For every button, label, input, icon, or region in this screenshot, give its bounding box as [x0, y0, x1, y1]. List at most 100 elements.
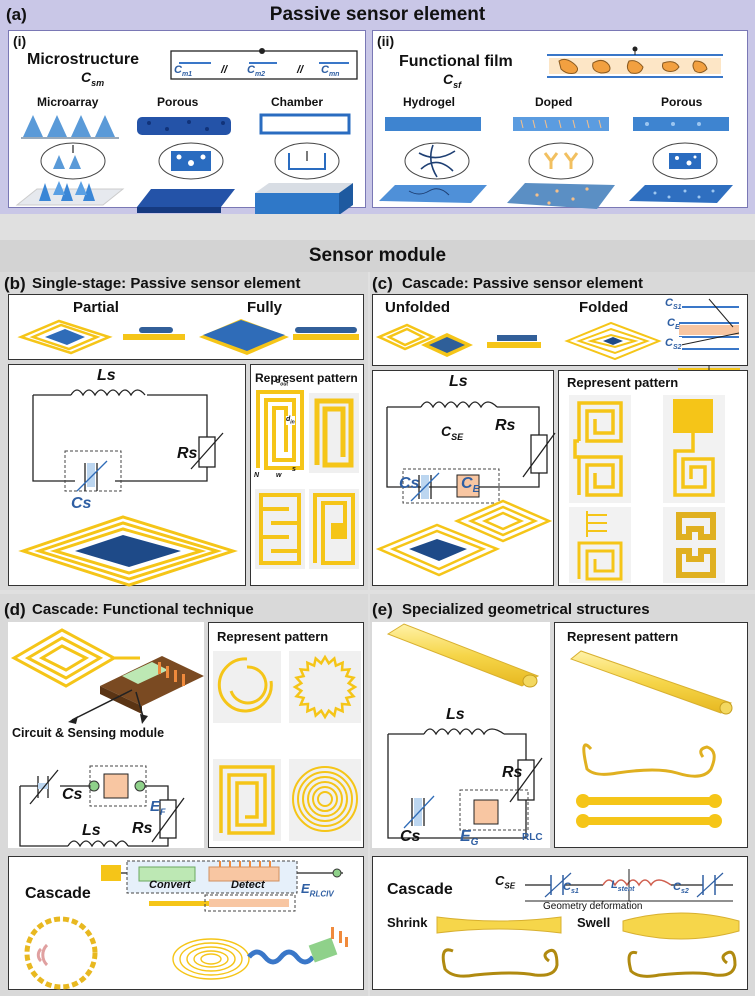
c-cs1-label: CS1: [665, 297, 682, 312]
b-rs-label: Rs: [177, 445, 198, 462]
porous-film-label: Porous: [661, 95, 703, 109]
microarray-label: Microarray: [37, 95, 99, 109]
panel-i-label: (i): [13, 33, 27, 49]
doped-bar-icon: [513, 117, 609, 131]
microarray-3d-icon: [15, 181, 125, 206]
c-cse-label: CSE: [441, 423, 464, 442]
b-spiral-dimension-pattern: [203, 389, 257, 469]
functional-film-title: Functional film: [399, 53, 513, 70]
c-circuit-diagram: [386, 401, 556, 504]
c-rs-label: Rs: [495, 417, 516, 434]
e-swell-wire-icon: [627, 950, 737, 978]
folded-label: Folded: [579, 299, 629, 316]
b-s-label: s: [292, 466, 296, 473]
doped-label: Doped: [535, 95, 573, 109]
b-dimension-spiral: [256, 390, 304, 470]
panel-e-cascade: Cascade CSE Cs1 Lstent Cs2 Geometry defo…: [372, 856, 748, 990]
fully-coil-icon: [199, 319, 289, 355]
panel-d-circuit: Circuit & Sensing module Cs EF Ls Rs: [8, 622, 204, 848]
section-c-letter: (c): [372, 274, 393, 293]
c-ce2-label: CE: [461, 475, 480, 496]
panel-c-patterns: Represent pattern: [558, 370, 748, 586]
section-d-title: Cascade: Functional technique: [32, 601, 254, 618]
porous-film-bar-icon: [633, 117, 729, 131]
e-stent-pattern: [569, 650, 733, 715]
partial-side-icon: [123, 327, 185, 340]
hydrogel-bar-icon: [385, 117, 481, 131]
partial-label: Partial: [73, 299, 119, 316]
e-cascade-label: Cascade: [387, 881, 453, 898]
b-pattern-title: Represent pattern: [255, 371, 358, 385]
e-rlc-label: RLC: [522, 832, 543, 843]
panel-d-cascade: Cascade Convert Detect ERLCIV: [8, 856, 364, 990]
section-e-letter: (e): [372, 600, 393, 619]
c-comb-spiral-pattern: [569, 507, 631, 583]
partial-coil-icon: [17, 319, 113, 355]
porous-bar-icon: [137, 117, 231, 135]
chamber-icon: [259, 113, 351, 135]
section-a-title: Passive sensor element: [269, 4, 486, 25]
e-lstent-label: Lstent: [611, 879, 635, 894]
d-ls-label: Ls: [82, 822, 101, 839]
d-pattern-title: Represent pattern: [217, 629, 329, 644]
doped-3d-icon: [507, 183, 615, 209]
d-cascade-label: Cascade: [25, 885, 91, 902]
microarray-circle-icon: [40, 142, 106, 180]
porous-label: Porous: [157, 95, 199, 109]
c-cs2-label: CS2: [665, 337, 682, 352]
b-coil-3d-icon: [18, 515, 238, 587]
c-unfolded-3d-coil: [375, 499, 553, 577]
c-cs-label: Cs: [399, 475, 420, 492]
b-n-label: N: [254, 472, 260, 479]
panel-d-patterns: Represent pattern: [208, 622, 364, 848]
c-pad-spiral-pattern: [663, 395, 725, 503]
hydrogel-circle-icon: [404, 142, 470, 180]
hydrogel-label: Hydrogel: [403, 95, 456, 109]
b-comb-pattern: [255, 489, 305, 569]
d-rs-label: Rs: [132, 820, 153, 837]
e-eg-label: EG: [460, 828, 479, 849]
sensor-module-title: Sensor module: [308, 245, 447, 266]
fully-label: Fully: [247, 299, 283, 316]
d-coil-module: [10, 628, 204, 724]
section-b-letter: (b): [4, 274, 26, 293]
e-cascade-circuit: [525, 869, 733, 902]
porous-film-circle-icon: [652, 142, 718, 180]
d-erlciv-label: ERLCIV: [301, 881, 334, 899]
unfolded-label: Unfolded: [385, 299, 450, 316]
b-din-label: din: [286, 416, 295, 426]
d-sun-device-icon: [24, 916, 98, 990]
e-shrink-stent-icon: [436, 916, 562, 934]
sep-2: //: [297, 64, 304, 76]
b-square-spiral-pattern: [309, 393, 359, 473]
panel-b-patterns: Represent pattern: [250, 364, 364, 586]
d-ring-pattern: [213, 651, 281, 723]
panel-b-circuit: Ls Rs Cs: [8, 364, 246, 587]
e-shrink-wire-icon: [441, 948, 559, 978]
section-a-header: Passive sensor element: [0, 0, 755, 30]
panel-b-top: Partial Fully: [8, 294, 364, 360]
microarray-icon: [21, 115, 119, 139]
c-double-spiral-pattern: [569, 395, 631, 503]
e-cs-label: Cs: [400, 828, 421, 845]
e-circuit-diagram: [387, 728, 543, 839]
e-cse-label: CSE: [495, 873, 516, 891]
chamber-3d-icon: [255, 183, 353, 215]
e-swell-label: Swell: [577, 915, 611, 930]
b-pad-spiral-pattern: [309, 489, 359, 569]
d-detect-label: Detect: [231, 879, 265, 891]
csm-symbol: Csm: [81, 69, 105, 88]
panel-microstructure: (i) Microstructure Csm Cm1 // Cm2 // Cmn…: [8, 30, 366, 215]
e-stent-tube-icon: [386, 623, 540, 688]
panel-e-circuit: Ls Rs Cs EG RLC: [372, 622, 550, 848]
panel-c-circuit: Ls CSE Rs Cs CE: [372, 370, 556, 586]
d-convert-label: Convert: [149, 879, 191, 891]
c-unfolded-coil: [375, 323, 473, 357]
e-pattern-title: Represent pattern: [567, 629, 679, 644]
e-rs-label: Rs: [502, 764, 523, 781]
b-w-label: w: [276, 472, 282, 479]
sep-1: //: [221, 64, 228, 76]
microstructure-title: Microstructure: [27, 51, 140, 68]
panel-functional-film: (ii) Functional film Csf Hydrogel Doped …: [372, 30, 748, 209]
e-cs2-label: Cs2: [673, 881, 689, 896]
